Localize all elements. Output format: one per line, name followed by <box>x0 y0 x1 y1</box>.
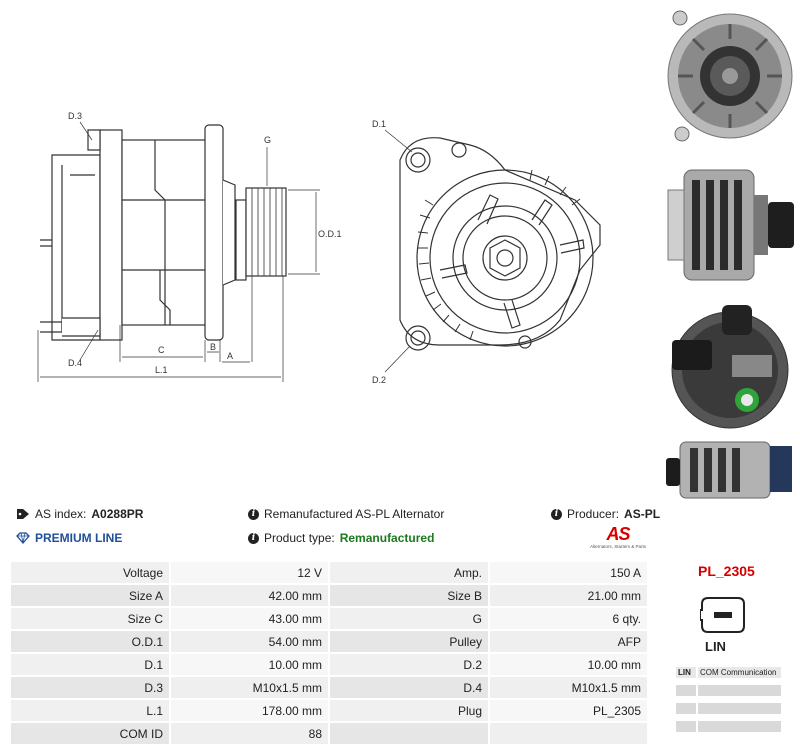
premium-line-label: PREMIUM LINE <box>35 531 123 545</box>
spec-value: M10x1.5 mm <box>490 677 647 698</box>
spec-value: M10x1.5 mm <box>171 677 328 698</box>
product-type-value: Remanufactured <box>339 531 435 545</box>
spec-label: D.1 <box>11 654 169 675</box>
label-od1: O.D.1 <box>318 229 342 239</box>
spec-table: Voltage 12 V Amp. 150 A Size A 42.00 mm … <box>9 560 649 746</box>
logo-tagline: Alternators, Starters & Parts <box>589 544 647 549</box>
info-icon: i <box>248 532 259 544</box>
spec-label: Plug <box>330 700 488 721</box>
table-row: Size A 42.00 mm Size B 21.00 mm <box>11 585 647 606</box>
spec-value: 43.00 mm <box>171 608 328 629</box>
table-row: COM ID 88 <box>11 723 647 744</box>
spec-value: 21.00 mm <box>490 585 647 606</box>
table-row: O.D.1 54.00 mm Pulley AFP <box>11 631 647 652</box>
spec-value <box>490 723 647 744</box>
as-index: AS index: A0288PR <box>16 507 143 521</box>
label-d4: D.4 <box>68 358 82 368</box>
spec-value: 150 A <box>490 562 647 583</box>
product-photo-rear <box>662 300 798 440</box>
plug-connector-icon <box>700 597 745 633</box>
description-text: Remanufactured AS-PL Alternator <box>264 507 445 521</box>
spec-value: 88 <box>171 723 328 744</box>
as-index-value: A0288PR <box>91 507 144 521</box>
product-photo-top <box>662 440 798 500</box>
spec-value: AFP <box>490 631 647 652</box>
spec-label: Voltage <box>11 562 169 583</box>
label-a: A <box>227 351 233 361</box>
plug-code: PL_2305 <box>698 563 755 579</box>
table-row: D.1 10.00 mm D.2 10.00 mm <box>11 654 647 675</box>
label-l1: L.1 <box>155 365 168 375</box>
spec-value: 54.00 mm <box>171 631 328 652</box>
table-row <box>676 685 781 696</box>
label-b: B <box>210 342 216 352</box>
spec-label: Pulley <box>330 631 488 652</box>
product-type-label: Product type: <box>264 531 335 545</box>
spec-label <box>330 723 488 744</box>
premium-line: PREMIUM LINE <box>16 531 122 545</box>
spec-value: 10.00 mm <box>171 654 328 675</box>
table-row: LIN COM Communication <box>676 667 781 678</box>
producer: i Producer: AS-PL <box>551 507 660 521</box>
table-row: Size C 43.00 mm G 6 qty. <box>11 608 647 629</box>
table-row: D.3 M10x1.5 mm D.4 M10x1.5 mm <box>11 677 647 698</box>
spec-label: COM ID <box>11 723 169 744</box>
spec-value: PL_2305 <box>490 700 647 721</box>
spec-label: D.2 <box>330 654 488 675</box>
spec-value: 6 qty. <box>490 608 647 629</box>
spec-value: 12 V <box>171 562 328 583</box>
as-index-label: AS index: <box>35 507 87 521</box>
comm-desc: COM Communication <box>698 667 781 678</box>
spec-label: D.3 <box>11 677 169 698</box>
product-type: i Product type: Remanufactured <box>248 531 434 545</box>
spec-label: Size B <box>330 585 488 606</box>
label-d1: D.1 <box>372 119 386 129</box>
producer-value: AS-PL <box>624 507 661 521</box>
spec-value: 178.00 mm <box>171 700 328 721</box>
product-photo-front <box>662 4 798 144</box>
table-row: Voltage 12 V Amp. 150 A <box>11 562 647 583</box>
spec-label: L.1 <box>11 700 169 721</box>
label-g: G <box>264 135 271 145</box>
product-description: i Remanufactured AS-PL Alternator <box>248 507 444 521</box>
spec-label: Amp. <box>330 562 488 583</box>
info-icon: i <box>551 508 562 520</box>
info-icon: i <box>248 508 259 520</box>
communication-table: LIN COM Communication <box>676 667 781 739</box>
spec-value: 10.00 mm <box>490 654 647 675</box>
comm-pin: LIN <box>676 667 696 678</box>
label-d3: D.3 <box>68 111 82 121</box>
plug-name: LIN <box>705 639 726 654</box>
table-row <box>676 703 781 714</box>
tag-icon <box>17 509 29 519</box>
table-row: L.1 178.00 mm Plug PL_2305 <box>11 700 647 721</box>
product-photo-side <box>662 150 798 290</box>
label-c: C <box>158 345 165 355</box>
producer-label: Producer: <box>567 507 620 521</box>
label-d2: D.2 <box>372 375 386 385</box>
spec-label: Size A <box>11 585 169 606</box>
diamond-icon <box>16 532 30 544</box>
spec-label: G <box>330 608 488 629</box>
spec-label: D.4 <box>330 677 488 698</box>
spec-label: Size C <box>11 608 169 629</box>
as-pl-logo: AS Alternators, Starters & Parts <box>586 524 650 554</box>
spec-label: O.D.1 <box>11 631 169 652</box>
technical-drawing: D.3 D.4 G O.D.1 C B A L.1 D.1 D.2 <box>37 111 601 385</box>
logo-mark: AS <box>606 524 630 544</box>
spec-value: 42.00 mm <box>171 585 328 606</box>
table-row <box>676 721 781 732</box>
